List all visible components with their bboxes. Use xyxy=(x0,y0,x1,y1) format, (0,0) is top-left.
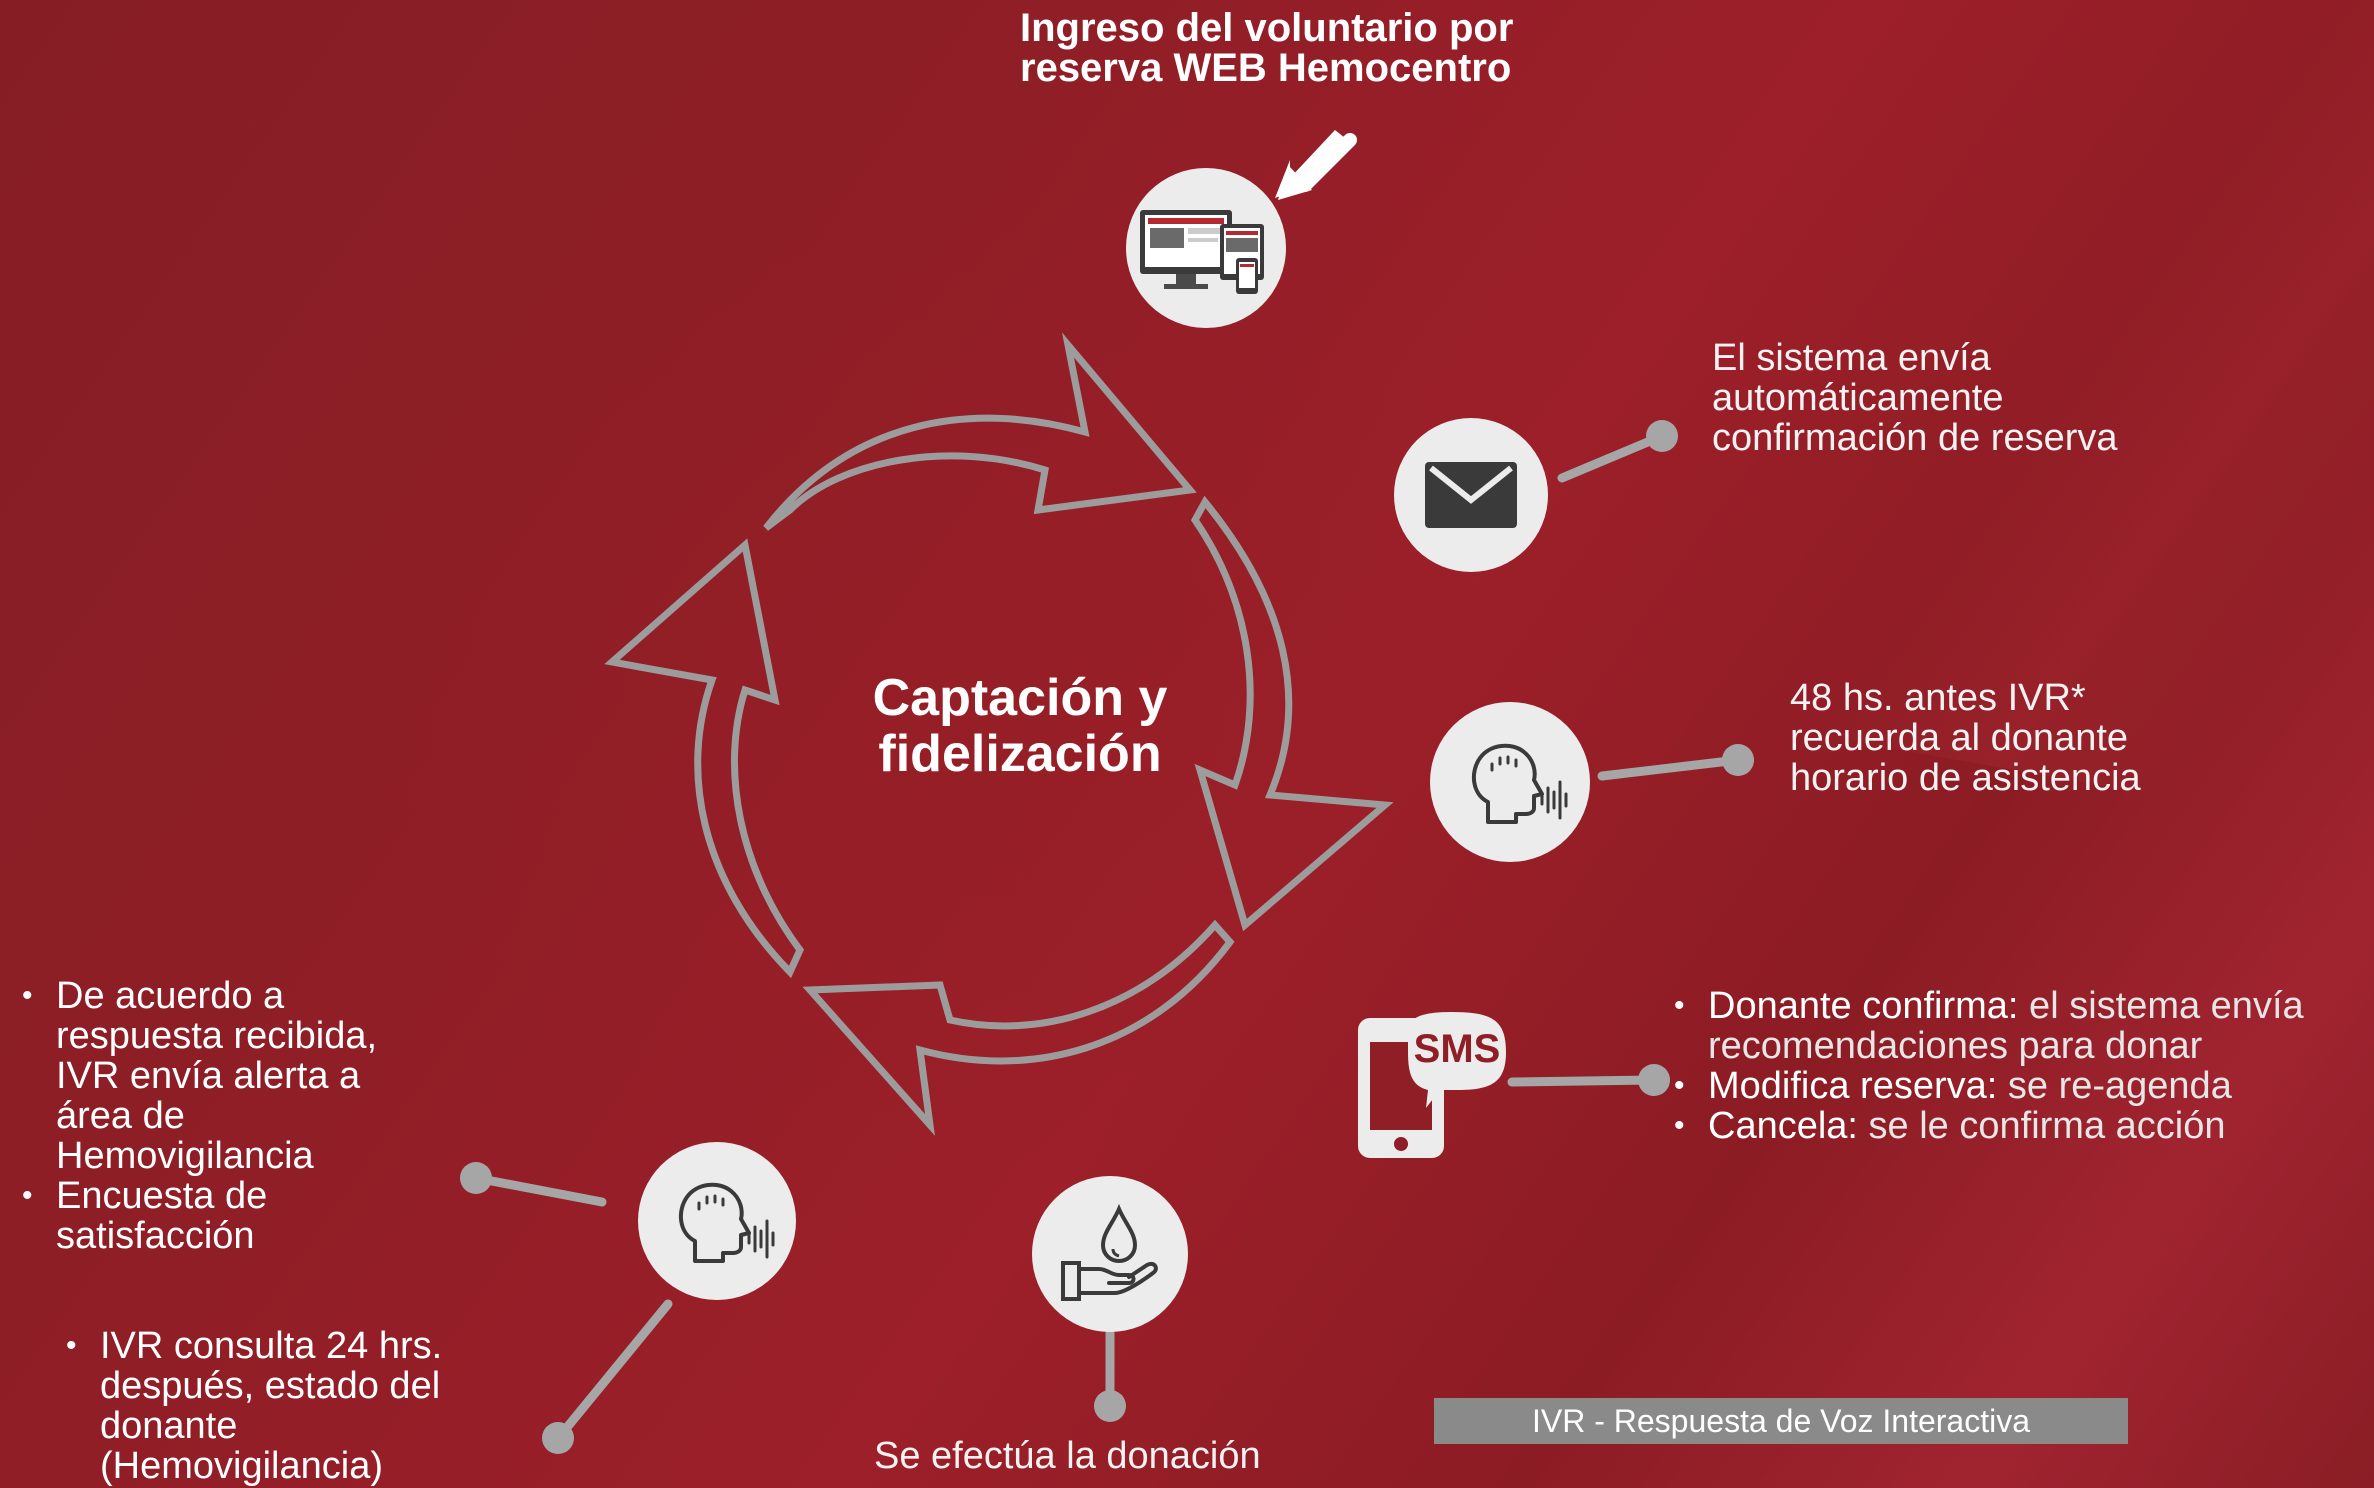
ivr-legend: IVR - Respuesta de Voz Interactiva xyxy=(1434,1398,2128,1444)
connector-dot-email xyxy=(1646,420,1678,452)
cycle-arrow-left xyxy=(604,538,805,979)
web-entry-title: Ingreso del voluntario por reserva WEB H… xyxy=(1020,6,1514,90)
ivr-query-list: IVR consulta 24 hrs. después, estado del… xyxy=(62,1326,522,1486)
sms-action-item: Donante confirma: el sistema envía recom… xyxy=(1670,986,2370,1066)
email-text: El sistema envía automáticamente confirm… xyxy=(1712,337,2118,459)
ivr-reminder-circle xyxy=(1430,702,1590,862)
cycle-arrow-bottom xyxy=(802,919,1235,1136)
connector-email xyxy=(1557,431,1667,483)
ivr-followup-circle xyxy=(638,1142,796,1300)
cycle-arrow-right xyxy=(1190,495,1394,932)
web-devices-circle xyxy=(1126,168,1286,328)
connector-dot-donation xyxy=(1094,1390,1126,1422)
sms-actions-list: Donante confirma: el sistema envía recom… xyxy=(1670,986,2370,1146)
sms-phone-icon: SMS xyxy=(1352,1012,1512,1164)
cycle-center-title: Captación y fidelización xyxy=(872,669,1168,783)
ivr-followup-list: De acuerdo a respuesta recibida, IVR env… xyxy=(18,976,438,1256)
devices-icon xyxy=(1140,210,1264,294)
sms-label: SMS xyxy=(1413,1027,1501,1071)
sms-action-item: Cancela: se le confirma acción xyxy=(1670,1106,2370,1146)
sms-action-detail: se re-agenda xyxy=(1997,1065,2232,1107)
envelope-icon xyxy=(1425,462,1517,528)
connector-dot-ivr-followup xyxy=(460,1162,492,1194)
connector-ivr-query xyxy=(555,1299,673,1441)
donation-circle xyxy=(1032,1176,1188,1332)
speaking-head-icon xyxy=(678,1182,775,1263)
connector-dot-ivr-reminder xyxy=(1722,744,1754,776)
sms-action-label: Modifica reserva: xyxy=(1708,1065,1998,1107)
connector-ivr-followup xyxy=(471,1173,607,1207)
sms-action-detail: el sistema envía recomendaciones para do… xyxy=(1708,985,2304,1067)
sms-action-detail: se le confirma acción xyxy=(1857,1105,2226,1147)
sms-action-label: Donante confirma: xyxy=(1708,985,2019,1027)
sms-action-label: Cancela: xyxy=(1708,1105,1858,1147)
connector-sms xyxy=(1507,1075,1657,1087)
email-circle xyxy=(1394,418,1548,572)
connector-dot-sms xyxy=(1638,1064,1670,1096)
ivr-followup-item: De acuerdo a respuesta recibida, IVR env… xyxy=(18,976,438,1176)
donation-text: Se efectúa la donación xyxy=(874,1435,1261,1477)
connector-ivr-reminder xyxy=(1597,755,1743,781)
ivr-followup-item: Encuesta de satisfacción xyxy=(18,1176,438,1256)
blood-drop-hand-icon xyxy=(1061,1203,1158,1301)
ivr-query-item: IVR consulta 24 hrs. después, estado del… xyxy=(62,1326,522,1486)
speaking-head-icon xyxy=(1471,743,1568,824)
cycle-arrow-top xyxy=(763,332,1197,531)
sms-action-item: Modifica reserva: se re-agenda xyxy=(1670,1066,2370,1106)
connector-dot-ivr-query xyxy=(542,1422,574,1454)
ivr-reminder-text: 48 hs. antes IVR* recuerda al donante ho… xyxy=(1790,677,2141,799)
